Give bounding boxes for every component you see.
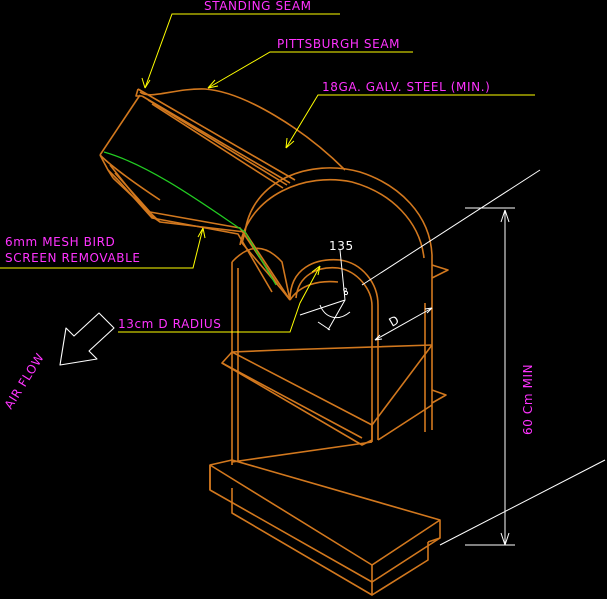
angle-vertex-lines	[299, 249, 346, 331]
d-dimension-line	[374, 307, 433, 341]
leader-lines	[0, 13, 535, 333]
leader-mesh	[0, 227, 204, 269]
extension-line-bottom	[439, 459, 606, 546]
bird-screen-frame	[107, 164, 279, 293]
angle-arc	[319, 304, 351, 319]
angle-center-marker	[343, 290, 349, 296]
middle-flange	[221, 344, 433, 446]
arrow-down-left-icon	[59, 312, 115, 366]
elbow-inner-arc	[289, 280, 339, 301]
label-dim-d: D	[387, 313, 403, 330]
elbow-front	[239, 167, 433, 307]
standing-seam-ribs	[135, 88, 296, 189]
mesh-screen-line	[103, 151, 277, 286]
label-mesh-line1: 6mm MESH BIRD	[5, 235, 115, 249]
label-steel: 18GA. GALV. STEEL (MIN.)	[322, 80, 490, 94]
leader-standing-seam	[144, 13, 340, 89]
label-radius: 13cm D RADIUS	[118, 317, 221, 331]
label-standing-seam: STANDING SEAM	[204, 0, 312, 13]
extension-line-top	[361, 169, 541, 286]
side-flanges	[431, 264, 449, 404]
leader-pittsburgh-seam	[207, 51, 413, 89]
label-pittsburgh-seam: PITTSBURGH SEAM	[277, 37, 400, 51]
label-air-flow: AIR FLOW	[2, 351, 47, 412]
leader-radius	[118, 265, 321, 333]
height-arrow-bottom	[500, 532, 510, 546]
dimension-lines	[299, 169, 606, 546]
label-mesh-line2: SCREEN REMOVABLE	[5, 251, 141, 265]
label-angle-degree: °	[342, 286, 349, 300]
base-curb	[209, 459, 441, 596]
gooseneck-duct	[99, 88, 449, 596]
height-arrow-top	[500, 209, 510, 223]
leader-steel	[285, 94, 535, 149]
label-angle: 135	[329, 239, 354, 253]
label-height-min: 60 Cm MIN	[521, 364, 535, 435]
